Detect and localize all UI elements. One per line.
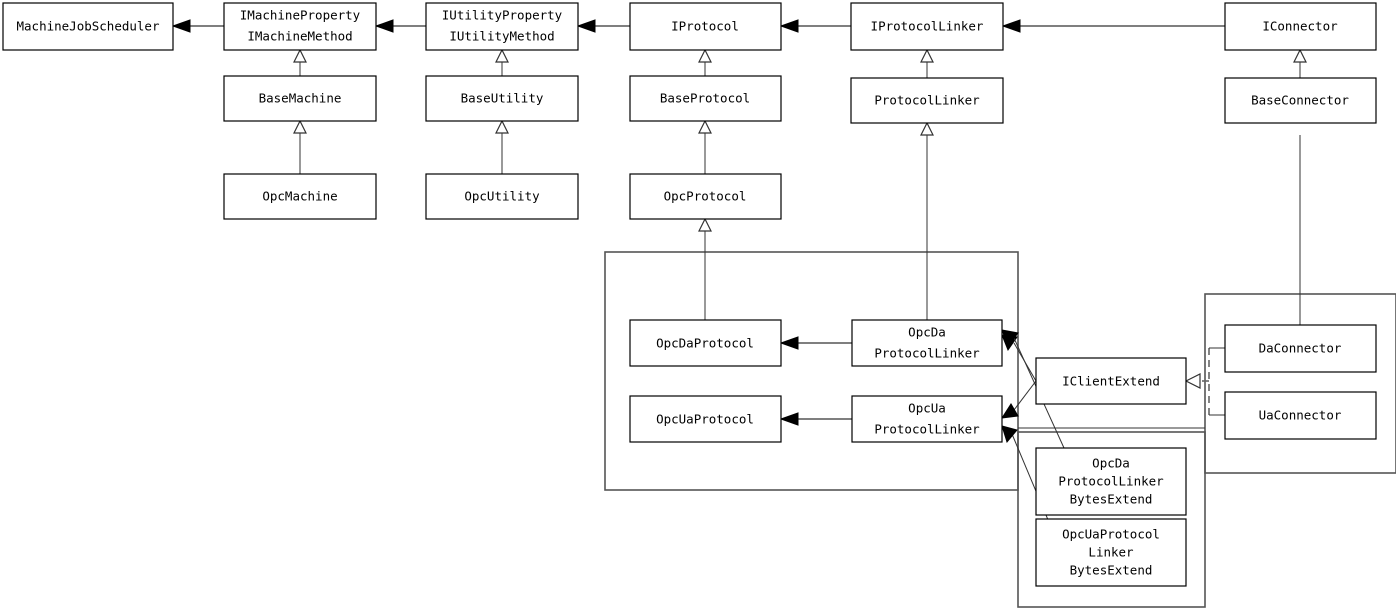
node-base-utility[interactable]: BaseUtility (425, 75, 579, 122)
node-label: IProtocolLinker (871, 19, 984, 34)
node-label-line2: ProtocolLinker (874, 422, 980, 437)
node-label: OpcUaProtocol (656, 412, 754, 427)
edge-connectors-realize-iclientextend (1184, 347, 1225, 416)
node-opc-protocol[interactable]: OpcProtocol (629, 173, 782, 220)
node-da-connector[interactable]: DaConnector (1224, 324, 1377, 373)
edge-opcutility-to-baseutility (495, 119, 509, 174)
edge-opcdaprotocollinker-to-protocollinker (920, 121, 934, 320)
node-opc-da-protocol-linker[interactable]: OpcDa ProtocolLinker (851, 319, 1003, 367)
node-label-line1: OpcDa (908, 325, 946, 340)
node-opc-da-protocol-linker-bytes-extend[interactable]: OpcDa ProtocolLinker BytesExtend (1035, 447, 1187, 516)
node-label-line2: ProtocolLinker (1058, 474, 1164, 489)
edge-iprotocollinker-to-iprotocol (779, 19, 851, 33)
edge-baseconnector-to-iconnector (1293, 48, 1307, 78)
node-label: OpcUtility (464, 189, 540, 204)
node-label: OpcProtocol (664, 189, 747, 204)
edge-baseutility-to-iutility (495, 48, 509, 76)
node-label-line2: IUtilityMethod (449, 29, 554, 44)
node-opc-ua-protocol-linker[interactable]: OpcUa ProtocolLinker (851, 395, 1003, 443)
node-iutility-interface[interactable]: IUtilityProperty IUtilityMethod (425, 2, 579, 51)
edge-iclientextend-to-opcualinker (1001, 380, 1037, 419)
node-label: BaseConnector (1251, 93, 1349, 108)
node-base-connector[interactable]: BaseConnector (1224, 77, 1377, 124)
node-label: ProtocolLinker (874, 93, 980, 108)
node-iprotocol[interactable]: IProtocol (629, 2, 782, 51)
edge-opcualinker-to-opcuaprotocol (779, 412, 852, 426)
node-imachine-interface[interactable]: IMachineProperty IMachineMethod (223, 2, 377, 51)
node-label-line2: ProtocolLinker (874, 346, 980, 361)
node-label: BaseMachine (259, 91, 342, 106)
node-label-line1: IUtilityProperty (442, 8, 563, 23)
node-label-line2: Linker (1088, 545, 1134, 560)
edge-iprotocol-to-iutility (576, 19, 630, 33)
node-base-machine[interactable]: BaseMachine (223, 75, 377, 122)
node-machine-job-scheduler[interactable]: MachineJobScheduler (2, 2, 174, 51)
group-extend-package (1017, 431, 1206, 608)
edge-imachine-to-machinejobscheduler (171, 19, 224, 33)
node-label-line1: OpcDa (1092, 456, 1130, 471)
node-label-line1: OpcUaProtocol (1062, 527, 1160, 542)
node-opc-machine[interactable]: OpcMachine (223, 173, 377, 220)
edge-baseprotocol-to-iprotocol (698, 48, 712, 76)
node-opc-ua-protocol-linker-bytes-extend[interactable]: OpcUaProtocol Linker BytesExtend (1035, 518, 1187, 587)
node-label: MachineJobScheduler (17, 19, 160, 34)
edge-iconnector-to-iprotocollinker (1001, 19, 1225, 33)
node-label: UaConnector (1259, 408, 1342, 423)
edge-protocollinker-to-iprotocollinker (920, 48, 934, 78)
node-label: BaseUtility (461, 91, 544, 106)
node-protocol-linker[interactable]: ProtocolLinker (850, 77, 1004, 124)
node-iconnector[interactable]: IConnector (1224, 2, 1377, 51)
node-label-line2: IMachineMethod (247, 29, 352, 44)
node-iclient-extend[interactable]: IClientExtend (1035, 357, 1187, 405)
node-label: IClientExtend (1062, 374, 1160, 389)
node-label: IConnector (1262, 19, 1338, 34)
edge-opcmachine-to-basemachine (293, 119, 307, 174)
node-opc-utility[interactable]: OpcUtility (425, 173, 579, 220)
node-opc-ua-protocol[interactable]: OpcUaProtocol (629, 395, 782, 443)
node-label: BaseProtocol (660, 91, 750, 106)
node-label: OpcMachine (262, 189, 337, 204)
group-protocol-package (604, 251, 1019, 491)
node-ua-connector[interactable]: UaConnector (1224, 391, 1377, 440)
node-opc-da-protocol[interactable]: OpcDaProtocol (629, 319, 782, 367)
node-label: OpcDaProtocol (656, 336, 754, 351)
node-label: DaConnector (1259, 341, 1342, 356)
node-label-line3: BytesExtend (1070, 563, 1153, 578)
edge-iutility-to-imachine (374, 19, 426, 33)
edge-opcprotocol-to-baseprotocol (698, 119, 712, 174)
node-label-line3: BytesExtend (1070, 492, 1153, 507)
edge-basemachine-to-imachine (293, 48, 307, 76)
node-iprotocol-linker[interactable]: IProtocolLinker (850, 2, 1004, 51)
node-label-line1: OpcUa (908, 401, 946, 416)
edge-opcdalinker-to-opcdaprotocol (779, 336, 852, 350)
node-label: IProtocol (671, 19, 739, 34)
node-base-protocol[interactable]: BaseProtocol (629, 75, 782, 122)
edge-opcdaprotocol-to-opcprotocol (698, 217, 712, 320)
node-label-line1: IMachineProperty (240, 8, 361, 23)
